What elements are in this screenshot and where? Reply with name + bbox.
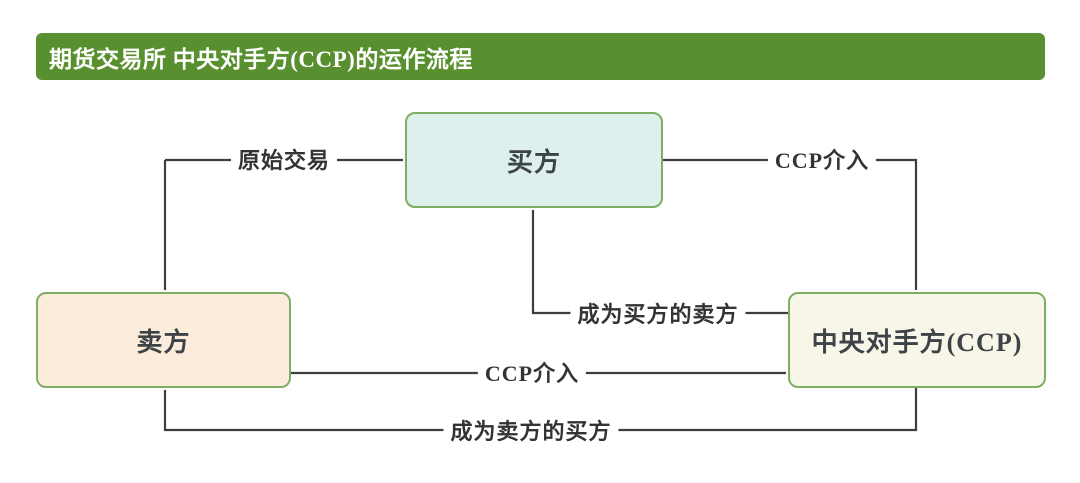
node-buyer: 买方 — [405, 112, 663, 208]
edge-label-ccp-step-in-buyer: CCP介入 — [767, 143, 877, 175]
edge-label-becomes-buyer-of-seller: 成为卖方的买方 — [443, 414, 619, 446]
node-buyer-label: 买方 — [506, 147, 561, 177]
edge-ccp-step-in-buyer — [663, 158, 918, 290]
node-ccp: 中央对手方(CCP) — [788, 292, 1046, 388]
node-ccp-label: 中央对手方(CCP) — [811, 327, 1023, 357]
node-seller-label: 卖方 — [136, 327, 191, 357]
diagram-title: 期货交易所 中央对手方(CCP)的运作流程 — [49, 46, 473, 72]
node-seller: 卖方 — [36, 292, 291, 388]
edge-label-original-trade: 原始交易 — [230, 143, 338, 175]
diagram-title-bar: 期货交易所 中央对手方(CCP)的运作流程 — [36, 33, 1045, 80]
edge-label-ccp-step-in-seller: CCP介入 — [477, 356, 587, 388]
edge-label-becomes-seller-of-buyer: 成为买方的卖方 — [570, 297, 746, 329]
